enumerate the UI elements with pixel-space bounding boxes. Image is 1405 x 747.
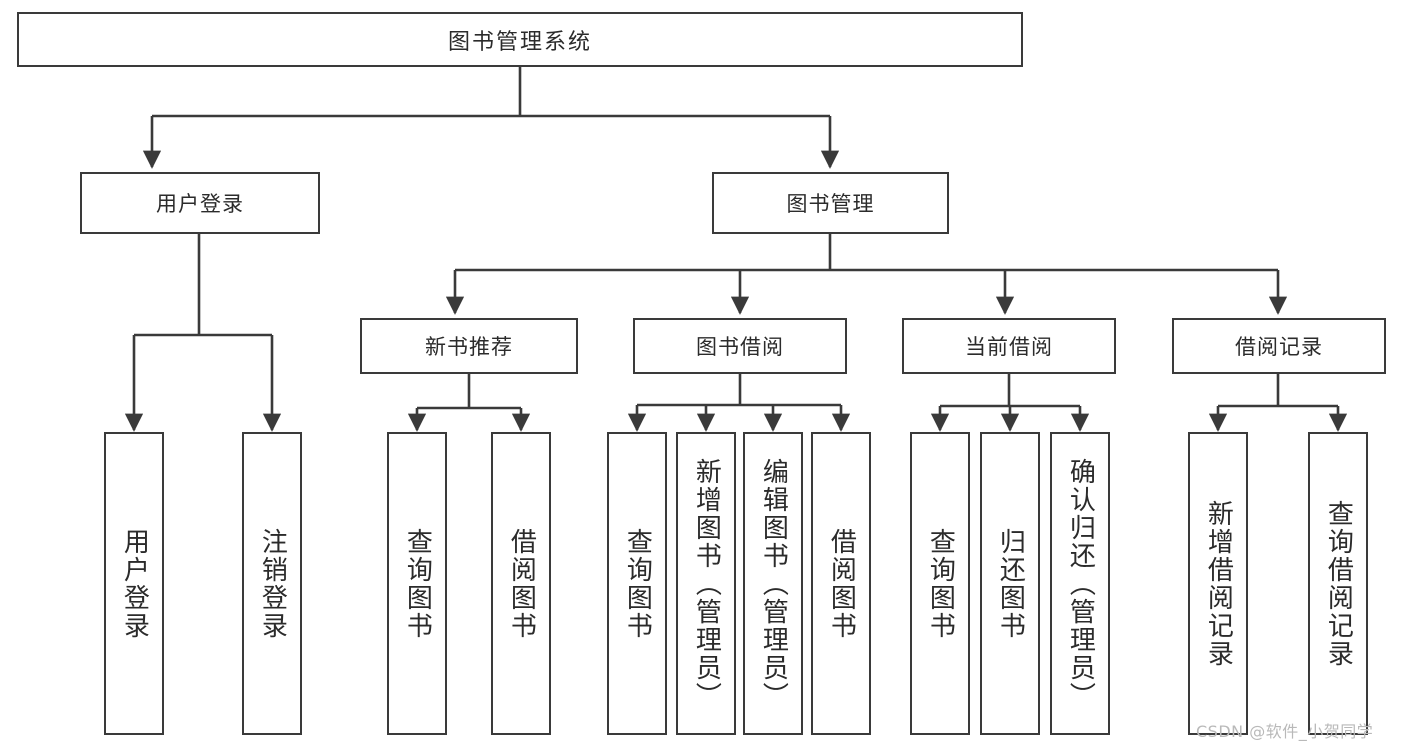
leaf-label: 查询图书	[402, 527, 433, 640]
leaf-logout-login[interactable]: 注销登录	[242, 432, 302, 735]
leaf-label: 编辑图书（管理员）	[758, 457, 789, 710]
leaf-confirm-return-admin[interactable]: 确认归还（管理员）	[1050, 432, 1110, 735]
node-borrow-record[interactable]: 借阅记录	[1172, 318, 1386, 374]
leaf-edit-book-admin[interactable]: 编辑图书（管理员）	[743, 432, 803, 735]
leaf-query-book-bb[interactable]: 查询图书	[607, 432, 667, 735]
leaf-label: 查询借阅记录	[1323, 499, 1354, 668]
leaf-user-login[interactable]: 用户登录	[104, 432, 164, 735]
leaf-borrow-book-bb[interactable]: 借阅图书	[811, 432, 871, 735]
leaf-label: 新增借阅记录	[1203, 499, 1234, 668]
leaf-label: 归还图书	[995, 527, 1026, 640]
node-current-borrow[interactable]: 当前借阅	[902, 318, 1116, 374]
node-user-login[interactable]: 用户登录	[80, 172, 320, 234]
leaf-label: 借阅图书	[506, 527, 537, 640]
leaf-label: 确认归还（管理员）	[1065, 457, 1096, 710]
leaf-return-book[interactable]: 归还图书	[980, 432, 1040, 735]
leaf-label: 查询图书	[622, 527, 653, 640]
leaf-query-book-nb[interactable]: 查询图书	[387, 432, 447, 735]
node-book-management[interactable]: 图书管理	[712, 172, 949, 234]
leaf-label: 新增图书（管理员）	[691, 457, 722, 710]
leaf-query-book-cb[interactable]: 查询图书	[910, 432, 970, 735]
leaf-add-borrow-record[interactable]: 新增借阅记录	[1188, 432, 1248, 735]
node-new-book-recommend[interactable]: 新书推荐	[360, 318, 578, 374]
leaf-query-borrow-record[interactable]: 查询借阅记录	[1308, 432, 1368, 735]
node-book-borrow[interactable]: 图书借阅	[633, 318, 847, 374]
watermark-text: CSDN @软件_小贺同学	[1196, 722, 1374, 741]
node-root-book-management-system[interactable]: 图书管理系统	[17, 12, 1023, 67]
leaf-label: 用户登录	[119, 527, 150, 640]
leaf-label: 查询图书	[925, 527, 956, 640]
leaf-label: 借阅图书	[826, 527, 857, 640]
leaf-label: 注销登录	[257, 527, 288, 640]
leaf-borrow-book-nb[interactable]: 借阅图书	[491, 432, 551, 735]
leaf-add-book-admin[interactable]: 新增图书（管理员）	[676, 432, 736, 735]
